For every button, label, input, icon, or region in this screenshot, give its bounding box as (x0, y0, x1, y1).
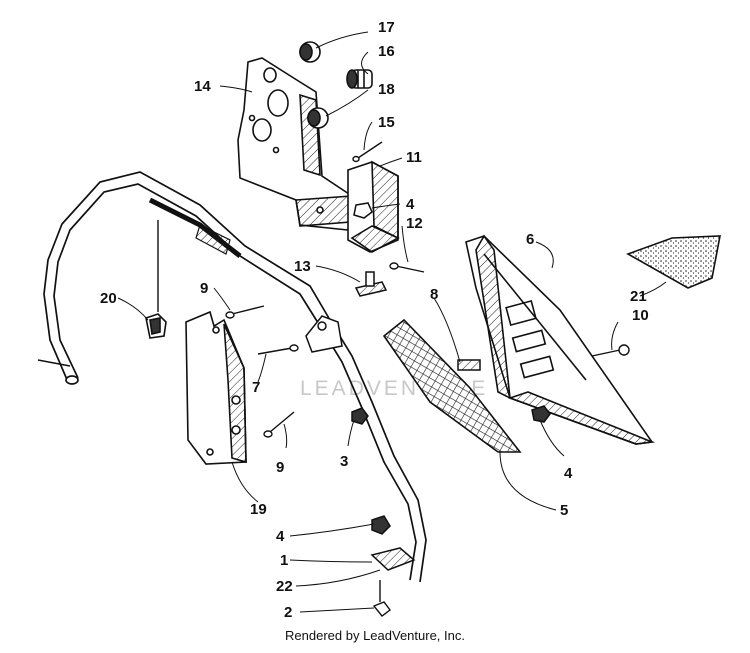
callout-19: 19 (250, 501, 267, 518)
spacer-8 (457, 359, 481, 371)
bar-clamp (195, 224, 231, 255)
callout-7: 7 (252, 379, 260, 396)
bolt-2 (372, 580, 391, 617)
clip-13 (354, 271, 388, 297)
callout-16: 16 (378, 43, 395, 60)
side-panel-6 (465, 234, 656, 445)
callout-13: 13 (294, 258, 311, 275)
nut-4-upper (353, 202, 373, 219)
callout-15: 15 (378, 114, 395, 131)
callout-18: 18 (378, 81, 395, 98)
leader-lines (117, 31, 667, 613)
nut-4-lower (371, 515, 391, 535)
foot-plate (370, 547, 416, 571)
callout-4-right: 4 (564, 465, 573, 482)
upper-mounting-plate (237, 57, 353, 231)
side-plate-19 (185, 310, 247, 465)
clamp-20 (145, 220, 167, 339)
bushing-18 (307, 107, 329, 129)
pad-21 (626, 235, 721, 289)
callout-5: 5 (560, 502, 568, 519)
callout-14: 14 (194, 78, 211, 95)
callout-4-upper: 4 (406, 196, 415, 213)
mesh-screen-5 (382, 318, 522, 453)
callout-6: 6 (526, 231, 534, 248)
callout-20: 20 (100, 290, 117, 307)
callout-9-lower: 9 (276, 459, 284, 476)
callout-8: 8 (430, 286, 438, 303)
callout-2: 2 (284, 604, 292, 621)
callout-4-lower: 4 (276, 528, 285, 545)
callout-22: 22 (276, 578, 293, 595)
bearing-16 (346, 69, 373, 89)
callout-10: 10 (632, 307, 649, 324)
callout-21: 21 (630, 288, 647, 305)
bolt-9-lower (263, 411, 295, 438)
callout-11: 11 (406, 149, 422, 166)
bushing-17 (299, 41, 321, 63)
callout-1: 1 (280, 552, 288, 569)
nut-4-right (531, 405, 551, 423)
callout-labels: 17 16 14 18 15 11 4 12 13 6 21 8 10 20 9… (100, 19, 649, 621)
bar-tab (305, 315, 343, 353)
bolt-7 (257, 344, 299, 355)
callout-12: 12 (406, 215, 423, 232)
callout-9-upper: 9 (200, 280, 208, 297)
bracket-11 (347, 160, 400, 253)
pin-12 (389, 262, 425, 273)
bolt-10 (591, 344, 630, 357)
pin-15 (352, 141, 383, 163)
render-credit: Rendered by LeadVenture, Inc. (285, 628, 465, 643)
callout-17: 17 (378, 19, 395, 36)
callout-3: 3 (340, 453, 348, 470)
nut-3 (351, 407, 369, 425)
bolt-9-upper (225, 305, 265, 319)
